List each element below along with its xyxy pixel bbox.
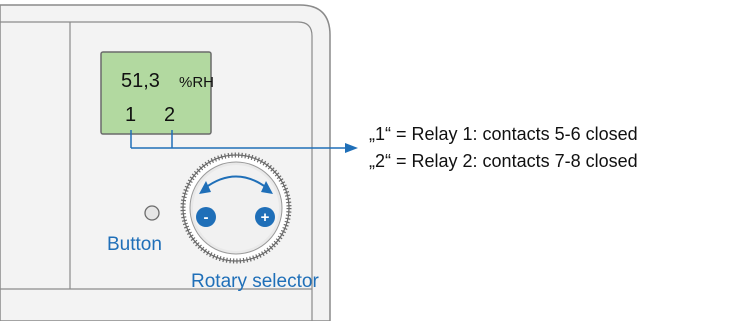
button-label: Button <box>107 234 162 255</box>
callout-arrowhead <box>345 143 358 153</box>
rotary-knob-knurl <box>180 152 292 264</box>
relay-callout <box>130 130 358 153</box>
lcd-display <box>100 51 212 135</box>
rotary-selector-label: Rotary selector <box>191 271 319 292</box>
rotary-knob-center <box>193 165 279 251</box>
lcd-unit: %RH <box>179 74 214 91</box>
minus-icon <box>196 207 216 227</box>
rotation-arc-icon <box>204 175 268 189</box>
rotation-arrow-right-icon <box>261 181 273 194</box>
rotary-selector[interactable] <box>180 152 292 264</box>
legend-relay-2: „2“ = Relay 2: contacts 7-8 closed <box>369 151 638 171</box>
plus-icon <box>255 207 275 227</box>
housing-bevel <box>0 21 313 321</box>
lcd-humidity-value: 51,3 <box>121 70 160 92</box>
lcd-relay-2-indicator: 2 <box>164 104 175 126</box>
legend-relay-1: „1“ = Relay 1: contacts 5-6 closed <box>369 124 638 144</box>
minus-sign: - <box>204 209 209 226</box>
push-button[interactable] <box>144 205 160 221</box>
lcd-relay-1-indicator: 1 <box>125 104 136 126</box>
plus-sign: + <box>261 209 270 226</box>
rotation-arrow-left-icon <box>199 181 211 194</box>
